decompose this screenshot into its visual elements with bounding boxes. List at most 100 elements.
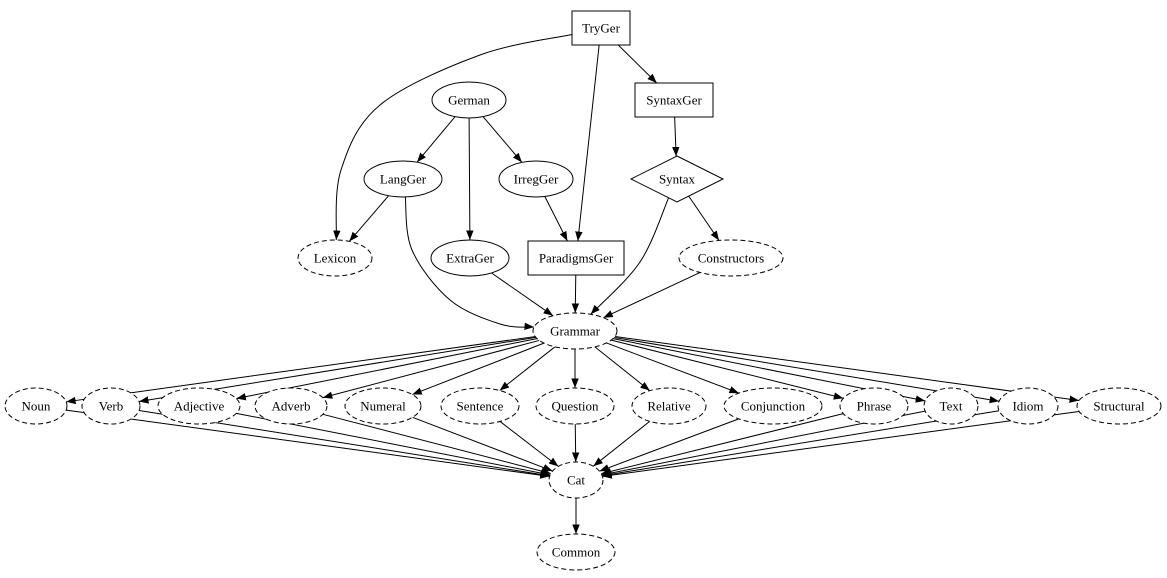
node-ParadigmsGer: ParadigmsGer [527, 240, 625, 276]
edge-German-LangGer [416, 116, 456, 163]
edge-German-ExtraGer [466, 117, 474, 241]
node-Relative: Relative [631, 387, 707, 425]
Structural-shape [1076, 387, 1162, 425]
edge-Grammar-Relative [594, 346, 651, 392]
edge-Grammar-Adverb [322, 339, 540, 399]
edge-Structural-Cat [602, 410, 1080, 479]
ParadigmsGer-shape [527, 240, 625, 276]
TryGer-shape [571, 10, 631, 46]
node-IrregGer: IrregGer [498, 160, 574, 198]
edge-Question-Cat [571, 423, 580, 463]
node-Constructors: Constructors [678, 239, 784, 277]
Grammar-label: Grammar [550, 323, 600, 338]
Constructors-label: Constructors [698, 250, 764, 265]
Idiom-label: Idiom [1012, 398, 1043, 413]
Noun-label: Noun [22, 398, 51, 413]
node-Adjective: Adjective [157, 387, 241, 425]
node-Noun: Noun [4, 387, 68, 425]
SyntaxGer-label: SyntaxGer [646, 92, 702, 107]
edge-LangGer-Lexicon [348, 195, 389, 242]
edge-Sentence-Cat [499, 421, 559, 467]
node-TryGer: TryGer [571, 10, 631, 46]
edge-Numeral-Cat [412, 416, 553, 472]
Numeral-shape [344, 387, 422, 425]
Constructors-shape [678, 239, 784, 277]
Numeral-label: Numeral [360, 398, 406, 413]
edge-Grammar-Conjunction [606, 342, 740, 394]
Text-shape [923, 387, 979, 425]
edge-Constructors-Grammar [603, 272, 701, 319]
Conjunction-label: Conjunction [741, 398, 806, 413]
TryGer-label: TryGer [582, 20, 620, 35]
node-SyntaxGer: SyntaxGer [634, 82, 714, 118]
node-Common: Common [536, 533, 616, 571]
Adverb-shape [254, 387, 328, 425]
edge-TryGer-ParadigmsGer [575, 44, 600, 242]
node-Sentence: Sentence [440, 387, 520, 425]
node-Numeral: Numeral [344, 387, 422, 425]
ExtraGer-label: ExtraGer [446, 250, 494, 265]
edge-Grammar-Phrase [611, 339, 844, 400]
edge-Adverb-Cat [322, 413, 551, 475]
edge-LangGer-Grammar [404, 196, 535, 330]
node-Cat: Cat [548, 461, 604, 499]
IrregGer-shape [498, 160, 574, 198]
node-Conjunction: Conjunction [723, 387, 823, 425]
edge-Grammar-Noun [66, 336, 536, 405]
node-Text: Text [923, 387, 979, 425]
Verb-label: Verb [99, 398, 124, 413]
Adjective-shape [157, 387, 241, 425]
Common-shape [536, 533, 616, 571]
edge-TryGer-SyntaxGer [617, 44, 658, 84]
edge-Relative-Cat [593, 420, 651, 467]
Adjective-label: Adjective [174, 398, 225, 413]
Syntax-label: Syntax [659, 171, 696, 186]
node-Structural: Structural [1076, 387, 1162, 425]
LangGer-label: LangGer [380, 171, 427, 186]
edge-Phrase-Cat [601, 413, 844, 476]
edge-ExtraGer-Grammar [491, 272, 554, 317]
Text-label: Text [940, 398, 963, 413]
edge-Syntax-Grammar [590, 197, 670, 315]
Phrase-shape [839, 387, 909, 425]
Idiom-shape [997, 387, 1059, 425]
Phrase-label: Phrase [857, 398, 892, 413]
edge-Grammar-Numeral [412, 342, 545, 396]
edge-Grammar-Structural [614, 336, 1080, 403]
Common-label: Common [552, 544, 601, 559]
edge-Grammar-Sentence [499, 346, 556, 391]
Adverb-label: Adverb [272, 398, 311, 413]
Question-shape [535, 387, 615, 425]
Sentence-shape [440, 387, 520, 425]
node-German: German [431, 81, 507, 119]
node-Grammar: Grammar [532, 312, 618, 350]
Structural-label: Structural [1093, 398, 1145, 413]
Sentence-label: Sentence [457, 398, 504, 413]
edge-Grammar-Idiom [614, 336, 1000, 404]
Relative-shape [631, 387, 707, 425]
ParadigmsGer-label: ParadigmsGer [539, 250, 614, 265]
Lexicon-shape [297, 239, 373, 277]
node-Verb: Verb [81, 387, 141, 425]
edge-Idiom-Cat [602, 410, 1000, 478]
node-Idiom: Idiom [997, 387, 1059, 425]
Cat-label: Cat [567, 472, 585, 487]
edge-layer [66, 33, 1080, 534]
node-Syntax: Syntax [629, 155, 725, 203]
SyntaxGer-shape [634, 82, 714, 118]
Conjunction-shape [723, 387, 823, 425]
node-Question: Question [535, 387, 615, 425]
node-ExtraGer: ExtraGer [430, 239, 510, 277]
node-Adverb: Adverb [254, 387, 328, 425]
node-Lexicon: Lexicon [297, 239, 373, 277]
Cat-shape [548, 461, 604, 499]
node-Phrase: Phrase [839, 387, 909, 425]
edge-ParadigmsGer-Grammar [571, 274, 580, 314]
edge-IrregGer-ParadigmsGer [544, 196, 568, 242]
edge-SyntaxGer-Syntax [672, 116, 680, 157]
Syntax-shape [629, 155, 725, 203]
Question-label: Question [552, 398, 599, 413]
